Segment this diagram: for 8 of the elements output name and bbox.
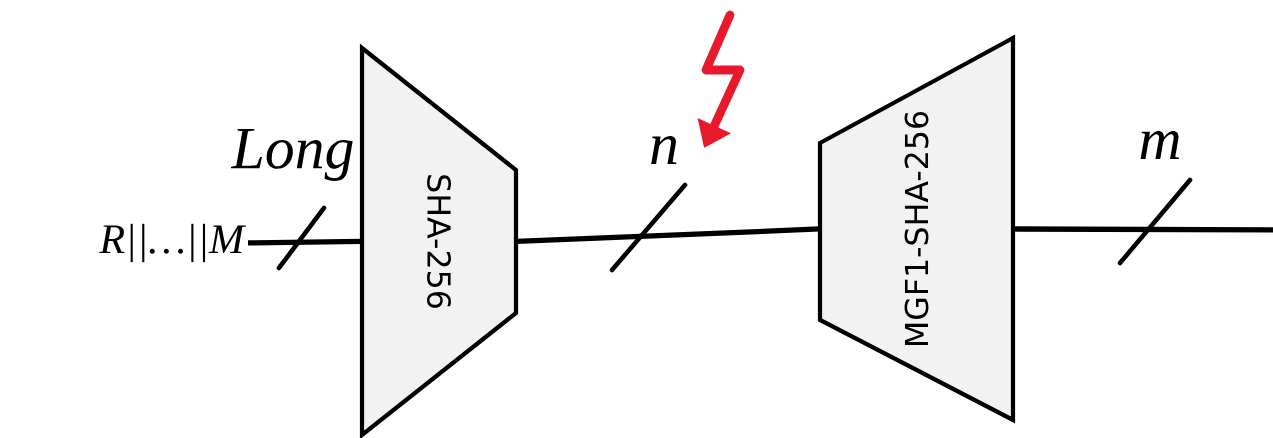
connector-line: [247, 238, 362, 246]
input-label: R||…||M: [99, 223, 247, 263]
connector-line: [516, 226, 820, 245]
edge-label: n: [651, 135, 677, 165]
edge-label: m: [1140, 130, 1180, 160]
connector-line: [1013, 226, 1273, 233]
edge-label: Long: [230, 129, 353, 181]
trapezoid-block: MGF1-SHA-256: [817, 34, 1016, 424]
